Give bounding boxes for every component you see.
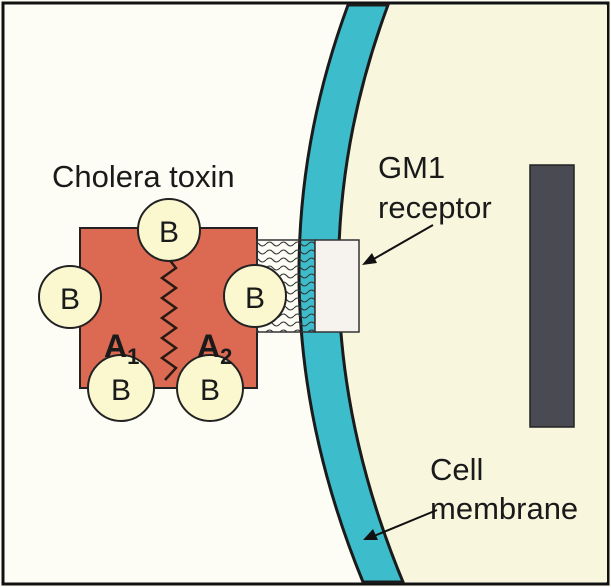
b-subunit-right-label: B <box>245 282 265 315</box>
b-subunit-top: B <box>138 199 200 261</box>
intracellular-bar <box>530 165 574 427</box>
b-subunit-bottom-left-label: B <box>111 374 131 407</box>
b-subunit-top-label: B <box>159 216 179 249</box>
toxin-label: Cholera toxin <box>52 159 235 194</box>
b-subunit-bottom-right-label: B <box>200 374 220 407</box>
subunit-a1-letter: A <box>104 328 127 364</box>
b-subunit-left: B <box>39 266 101 328</box>
b-subunit-left-label: B <box>60 283 80 316</box>
subunit-a2-index: 2 <box>220 344 232 369</box>
b-subunit-bottom-right: B <box>177 355 243 421</box>
receptor-label-line1: GM1 <box>378 150 445 185</box>
b-subunit-bottom-left: B <box>88 355 154 421</box>
gm1-receptor <box>315 240 359 332</box>
membrane-label-line1: Cell <box>430 452 483 487</box>
subunit-a2-letter: A <box>197 328 220 364</box>
b-subunit-right: B <box>224 265 286 327</box>
subunit-a1-index: 1 <box>127 344 139 369</box>
membrane-label-line2: membrane <box>430 491 578 526</box>
receptor-label-line2: receptor <box>378 190 492 225</box>
